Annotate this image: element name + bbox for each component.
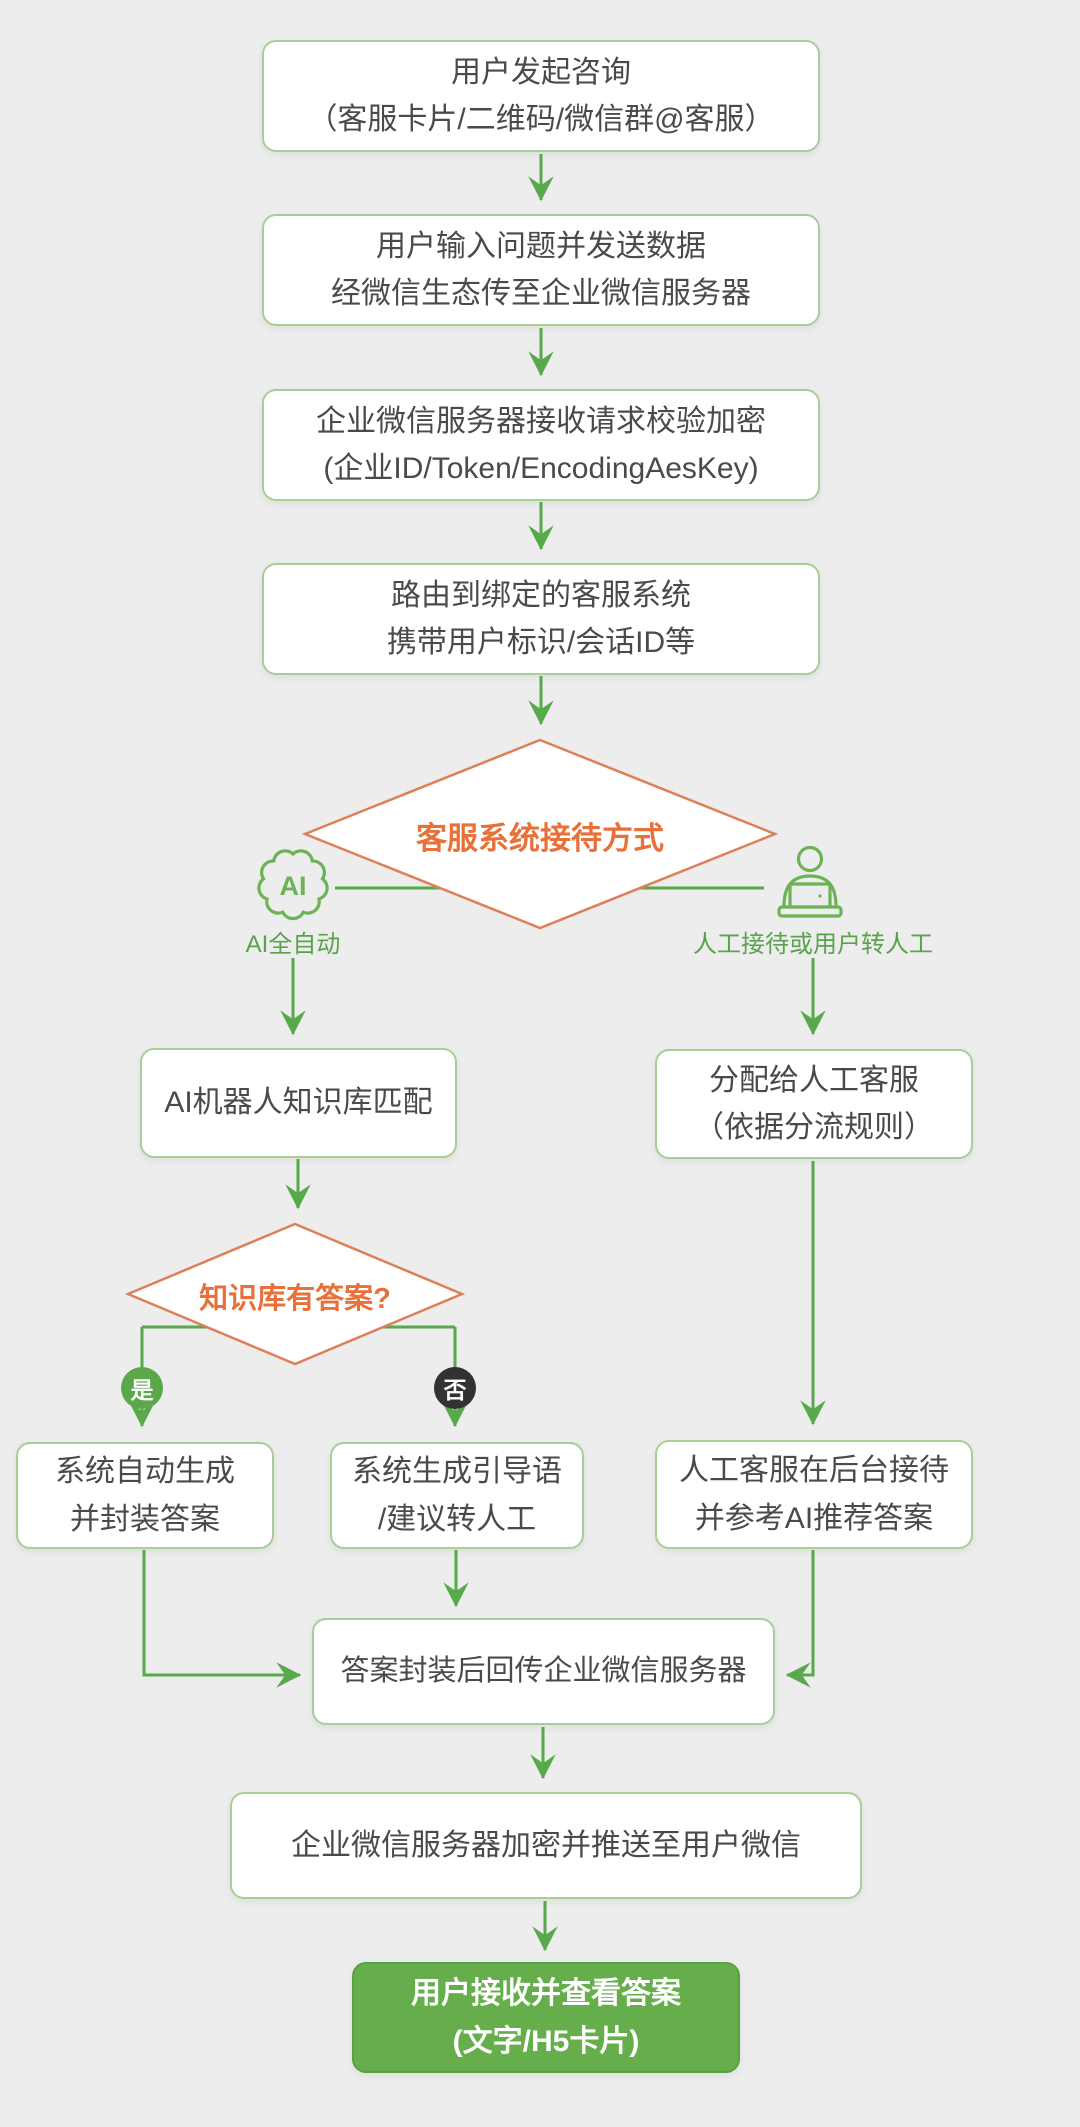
node-guide-line2: /建议转人工 — [377, 1502, 537, 1536]
decision-kb-diamond — [124, 1222, 466, 1366]
node-human-reply: 人工客服在后台接待 并参考AI推荐答案 — [655, 1440, 973, 1549]
node-end: 用户接收并查看答案 (文字/H5卡片) — [352, 1962, 740, 2073]
node-auto-answer-line2: 并封装答案 — [70, 1502, 220, 1536]
arrow-humanreply-to-sendback — [785, 1550, 815, 1688]
ai-icon-text: AI — [280, 871, 307, 901]
node-end-line1: 用户接收并查看答案 — [411, 1977, 681, 2011]
node-verify-line1: 企业微信服务器接收请求校验加密 — [316, 404, 766, 438]
node-guide: 系统生成引导语 /建议转人工 — [330, 1442, 584, 1549]
node-route: 路由到绑定的客服系统 携带用户标识/会话ID等 — [262, 563, 820, 675]
node-route-line1: 路由到绑定的客服系统 — [391, 578, 691, 612]
node-ai-match: AI机器人知识库匹配 — [140, 1048, 457, 1158]
branch-human-label: 人工接待或用户转人工 — [693, 931, 933, 958]
node-send-line2: 经微信生态传至企业微信服务器 — [331, 277, 751, 310]
node-end-line2: (文字/H5卡片) — [452, 2024, 640, 2058]
node-start-line1: 用户发起咨询 — [451, 55, 631, 89]
node-assign-line2: （依据分流规则） — [694, 1111, 934, 1144]
node-auto-answer-line1: 系统自动生成 — [55, 1455, 235, 1489]
node-auto-answer: 系统自动生成 并封装答案 — [16, 1442, 274, 1549]
decision-kb-label: 知识库有答案? — [199, 1283, 391, 1315]
node-human-reply-line2: 并参考AI推荐答案 — [694, 1501, 934, 1535]
node-send-back: 答案封装后回传企业微信服务器 — [312, 1618, 775, 1725]
node-verify-line2: (企业ID/Token/EncodingAesKey) — [323, 452, 759, 485]
decision-mode-diamond — [301, 738, 779, 930]
node-send-line1: 用户输入问题并发送数据 — [376, 229, 706, 263]
node-verify: 企业微信服务器接收请求校验加密 (企业ID/Token/EncodingAesK… — [262, 389, 820, 501]
badge-yes: 是 — [121, 1367, 163, 1409]
arrow-auto-to-sendback — [142, 1550, 302, 1688]
node-start: 用户发起咨询 （客服卡片/二维码/微信群@客服） — [262, 40, 820, 152]
node-ai-match-line1: AI机器人知识库匹配 — [164, 1086, 433, 1120]
node-push-line1: 企业微信服务器加密并推送至用户微信 — [291, 1828, 801, 1862]
node-guide-line1: 系统生成引导语 — [352, 1455, 562, 1489]
node-assign: 分配给人工客服 （依据分流规则） — [655, 1049, 973, 1159]
ai-cloud-icon: AI — [257, 849, 329, 921]
node-assign-line1: 分配给人工客服 — [709, 1063, 919, 1097]
badge-no: 否 — [434, 1367, 476, 1409]
human-agent-icon — [777, 845, 843, 918]
node-send-back-line1: 答案封装后回传企业微信服务器 — [340, 1654, 747, 1687]
node-human-reply-line1: 人工客服在后台接待 — [679, 1454, 949, 1488]
branch-ai-label: AI全自动 — [245, 931, 341, 958]
node-send: 用户输入问题并发送数据 经微信生态传至企业微信服务器 — [262, 214, 820, 326]
node-route-line2: 携带用户标识/会话ID等 — [386, 626, 696, 659]
decision-mode-label: 客服系统接待方式 — [416, 821, 664, 856]
node-start-line2: （客服卡片/二维码/微信群@客服） — [307, 103, 775, 136]
node-push: 企业微信服务器加密并推送至用户微信 — [230, 1792, 862, 1899]
